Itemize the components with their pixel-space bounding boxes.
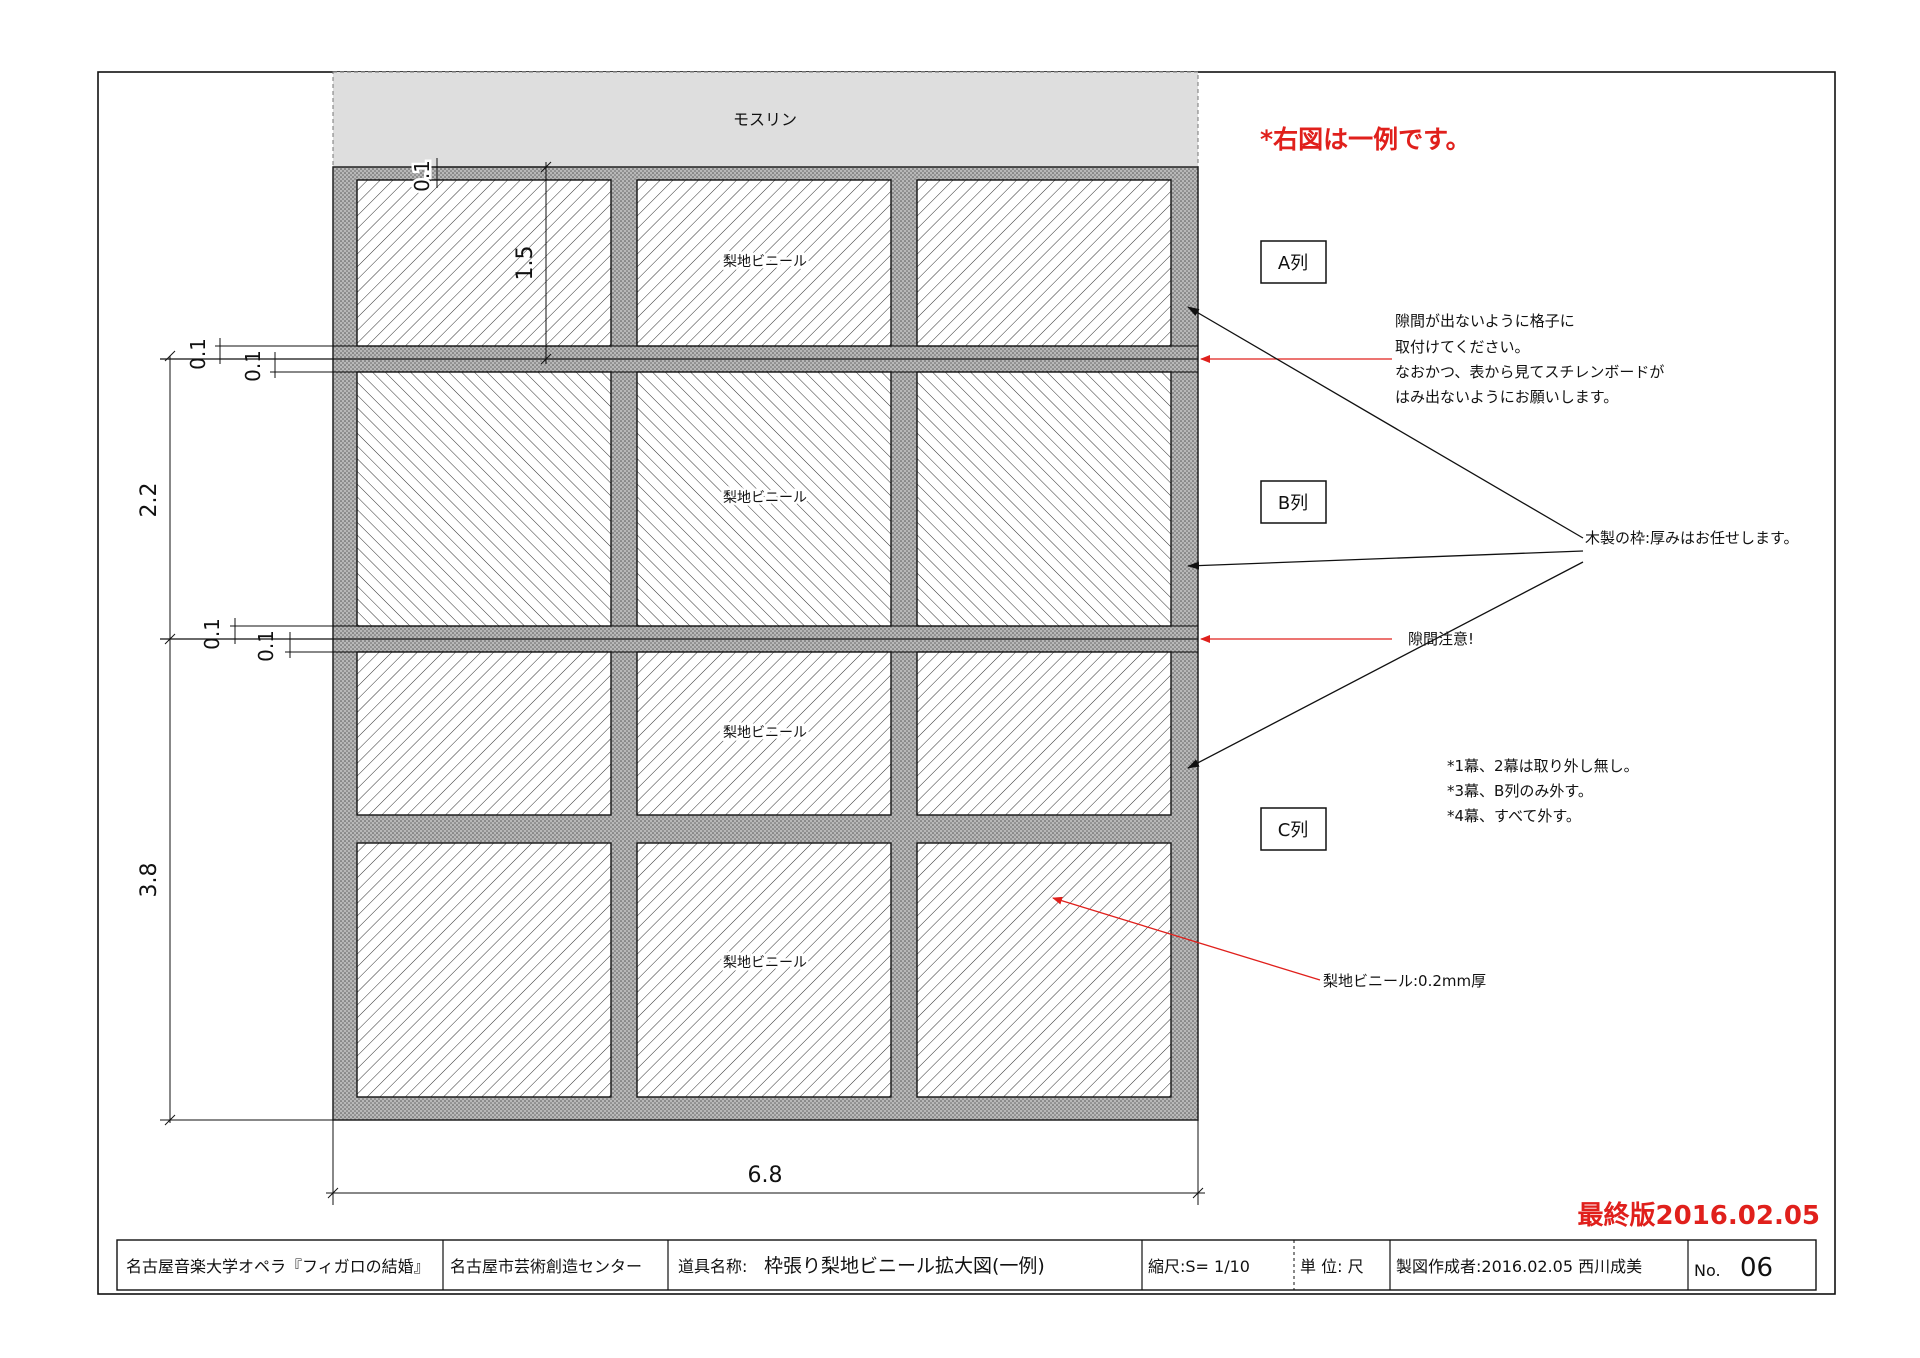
- dimension-gap-bc: 0.1 0.1: [200, 618, 1198, 662]
- panel-label-c1: 梨地ビニール: [723, 725, 807, 741]
- grid-fit-note-line-1: 隙間が出ないように格子に: [1395, 312, 1575, 330]
- title-unit: 単 位: 尺: [1300, 1257, 1364, 1276]
- final-version-stamp: 最終版2016.02.05: [1578, 1200, 1820, 1231]
- frame-arrow-bottom: [1187, 561, 1584, 769]
- dimension-width: 6.8: [326, 1120, 1205, 1205]
- vinyl-panel-row-c2-col-3: [916, 842, 1172, 1098]
- panel-label-c2: 梨地ビニール: [723, 955, 807, 971]
- dimension-width-value: 6.8: [748, 1163, 783, 1188]
- panel-label-b: 梨地ビニール: [723, 490, 807, 506]
- vinyl-panel-row-c2-col-2: [636, 842, 892, 1098]
- vinyl-spec-arrow: [1052, 896, 1321, 981]
- title-number-label: No.: [1694, 1261, 1721, 1280]
- example-note: *右図は一例です。: [1260, 125, 1471, 154]
- title-production: 名古屋音楽大学オペラ『フィガロの結婚』: [126, 1257, 430, 1276]
- frame-callout: 木製の枠:厚みはお任せします。: [1187, 306, 1799, 769]
- gap-caution: 隙間注意!: [1408, 630, 1474, 648]
- dimension-row-a-value: 1.5: [513, 246, 538, 281]
- vinyl-spec: 梨地ビニール:0.2mm厚: [1323, 972, 1486, 990]
- dimension-row-b-value: 2.2: [137, 483, 162, 518]
- vinyl-panel-row-c1-col-3: [916, 651, 1172, 816]
- title-prop-name-label: 道具名称:: [678, 1257, 747, 1276]
- dimension-row-b: 2.2: [137, 350, 176, 645]
- grid-fit-note-line-4: はみ出ないようにお願いします。: [1395, 388, 1618, 406]
- gap-caution-callout: 隙間注意!: [1200, 630, 1474, 648]
- row-label-b: B列: [1260, 480, 1327, 524]
- dimension-top-gap-value: 0.1: [410, 160, 434, 192]
- vinyl-panel-row-a-col-3: [916, 179, 1172, 347]
- dimension-gap-ab-2: 0.1: [241, 350, 265, 382]
- title-drafter: 製図作成者:2016.02.05 西川成美: [1396, 1257, 1642, 1276]
- muslin-strip: [332, 71, 1199, 168]
- vinyl-panel-row-a-col-2: [636, 179, 892, 347]
- title-scale: 縮尺:S= 1/10: [1148, 1257, 1250, 1276]
- dimension-top-gap: 0.1: [408, 158, 450, 194]
- dimension-gap-ab: 0.1 0.1: [186, 338, 1198, 382]
- grid-fit-callout: 隙間が出ないように格子に 取付けてください。 なおかつ、表から見てスチレンボード…: [1200, 312, 1664, 406]
- frame-note: 木製の枠:厚みはお任せします。: [1585, 529, 1799, 547]
- row-label-c-text: C列: [1278, 820, 1309, 841]
- vinyl-panel-row-c2-col-1: [356, 842, 612, 1098]
- vinyl-panel-row-c1-col-2: [636, 651, 892, 816]
- vinyl-panel-row-c1-col-1: [356, 651, 612, 816]
- title-prop-name: 枠張り梨地ビニール拡大図(一例): [764, 1255, 1045, 1277]
- removal-note-2: *3幕、B列のみ外す。: [1447, 782, 1593, 800]
- frame-arrow-top: [1187, 306, 1584, 539]
- row-label-b-text: B列: [1278, 493, 1308, 514]
- removal-note-1: *1幕、2幕は取り外し無し。: [1447, 757, 1639, 775]
- dimension-row-c-value: 3.8: [137, 863, 162, 898]
- dimension-gap-bc-2: 0.1: [254, 630, 278, 662]
- muslin-label: モスリン: [733, 110, 797, 129]
- dimension-gap-ab-1: 0.1: [186, 338, 210, 370]
- vinyl-spec-callout: 梨地ビニール:0.2mm厚: [1052, 896, 1486, 990]
- row-label-c: C列: [1260, 807, 1327, 851]
- vinyl-panels: [356, 179, 1172, 1098]
- title-block: 名古屋音楽大学オペラ『フィガロの結婚』 名古屋市芸術創造センター 道具名称: 枠…: [116, 1239, 1817, 1291]
- grid-fit-note-line-2: 取付けてください。: [1395, 338, 1530, 356]
- removal-notes: *1幕、2幕は取り外し無し。 *3幕、B列のみ外す。 *4幕、すべて外す。: [1447, 757, 1639, 825]
- dimension-gap-bc-1: 0.1: [200, 618, 224, 650]
- dimension-row-c: 3.8: [137, 636, 333, 1126]
- vinyl-panel-row-b-col-1: [356, 371, 612, 627]
- title-venue: 名古屋市芸術創造センター: [450, 1257, 642, 1276]
- vinyl-panel-row-a-col-1: [356, 179, 612, 347]
- row-label-a: A列: [1260, 240, 1327, 284]
- dimension-row-a: 1.5: [430, 161, 552, 365]
- vinyl-panel-row-b-col-3: [916, 371, 1172, 627]
- title-number: 06: [1740, 1253, 1773, 1283]
- removal-note-3: *4幕、すべて外す。: [1447, 807, 1581, 825]
- grid-fit-note-line-3: なおかつ、表から見てスチレンボードが: [1395, 363, 1664, 381]
- row-label-a-text: A列: [1278, 253, 1308, 274]
- frame-arrow-mid: [1187, 550, 1584, 570]
- panel-label-a: 梨地ビニール: [723, 254, 807, 270]
